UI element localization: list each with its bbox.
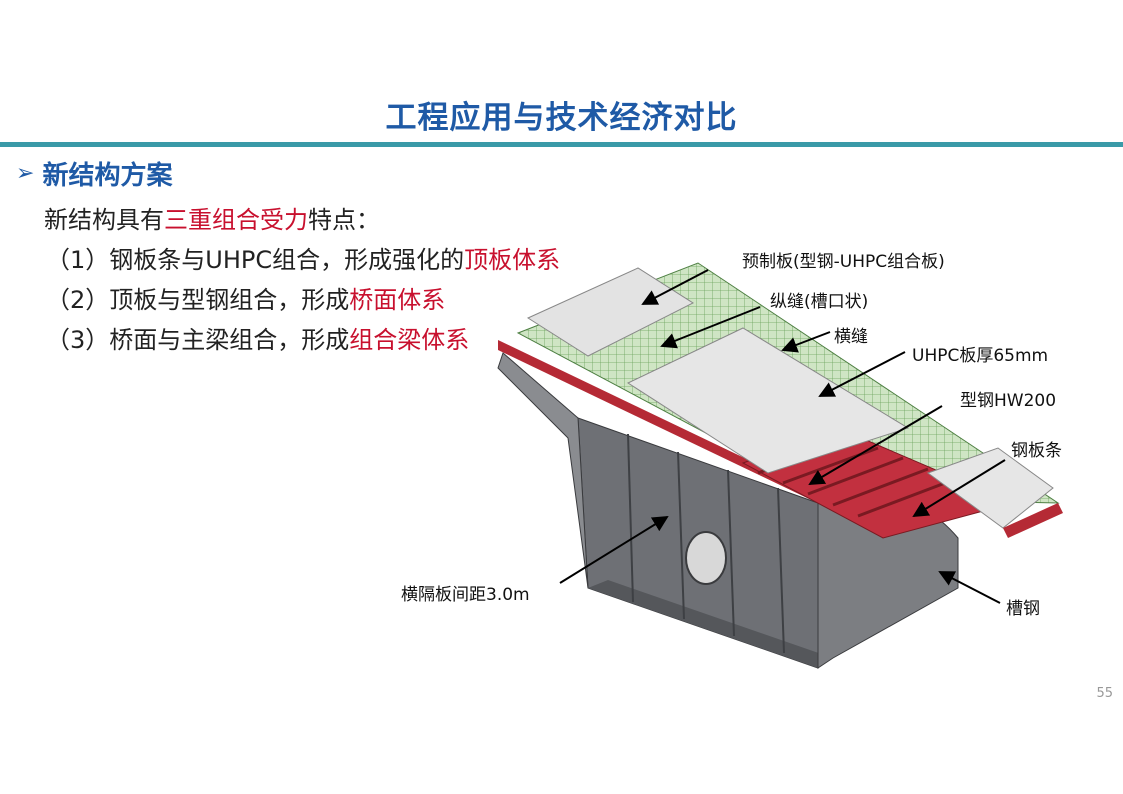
item-3-highlight: 组合梁体系 — [349, 326, 470, 354]
list-item: （1）钢板条与UHPC组合，形成强化的顶板体系 — [46, 240, 560, 275]
label-uhpc-thickness: UHPC板厚65mm — [912, 346, 1049, 366]
precast-slab-2 — [626, 327, 910, 474]
title-underline — [0, 142, 1123, 147]
label-precast-slab: 预制板(型钢-UHPC组合板) — [742, 252, 945, 272]
label-longitudinal-seam: 纵缝(槽口状) — [770, 292, 869, 312]
intro-suffix: 特点： — [308, 206, 380, 234]
arrow-long-seam — [660, 306, 761, 349]
diaphragm-opening — [685, 531, 727, 585]
label-steel-strip: 钢板条 — [1011, 441, 1062, 461]
item-1-highlight: 顶板体系 — [464, 246, 561, 274]
item-2-text: （2）顶板与型钢组合，形成 — [46, 286, 350, 314]
label-hw-steel: 型钢HW200 — [960, 391, 1057, 411]
section-title: 新结构方案 — [42, 161, 173, 191]
chevron-right-icon: ➢ — [16, 160, 35, 186]
deck-front-edge — [498, 340, 828, 508]
left-cantilever-underside — [497, 352, 589, 589]
label-diaphragm-spacing: 横隔板间距3.0m — [401, 585, 530, 605]
page-number: 55 — [1096, 686, 1113, 701]
list-item: （3）桥面与主梁组合，形成组合梁体系 — [46, 320, 469, 355]
item-2-highlight: 桥面体系 — [349, 286, 446, 314]
arrow-trans-seam — [781, 331, 831, 353]
arrow-uhpc — [818, 351, 906, 397]
arrow-hw — [808, 405, 943, 486]
intro-line: 新结构具有三重组合受力特点： — [44, 200, 380, 235]
item-3-text: （3）桥面与主梁组合，形成 — [46, 326, 350, 354]
label-channel-steel: 槽钢 — [1006, 599, 1040, 619]
item-1-text: （1）钢板条与UHPC组合，形成强化的 — [46, 246, 465, 274]
section-heading: ➢ 新结构方案 — [16, 155, 172, 192]
intro-highlight: 三重组合受力 — [164, 206, 308, 234]
deck-right-edge — [1003, 503, 1063, 538]
intro-prefix: 新结构具有 — [44, 206, 164, 234]
arrow-diaphragm — [559, 515, 669, 584]
precast-slab-1 — [526, 267, 695, 357]
label-transverse-seam: 横缝 — [834, 327, 868, 347]
precast-slab-3 — [926, 447, 1054, 529]
diaphragm-stiffeners — [627, 433, 785, 654]
page-title: 工程应用与技术经济对比 — [385, 100, 738, 136]
arrow-channel — [938, 571, 1001, 604]
bottom-flange — [588, 580, 833, 668]
arrow-precast — [641, 269, 709, 305]
bridge-girder-illustration — [497, 262, 1063, 669]
list-item: （2）顶板与型钢组合，形成桥面体系 — [46, 280, 445, 315]
arrow-strip — [912, 459, 1006, 518]
